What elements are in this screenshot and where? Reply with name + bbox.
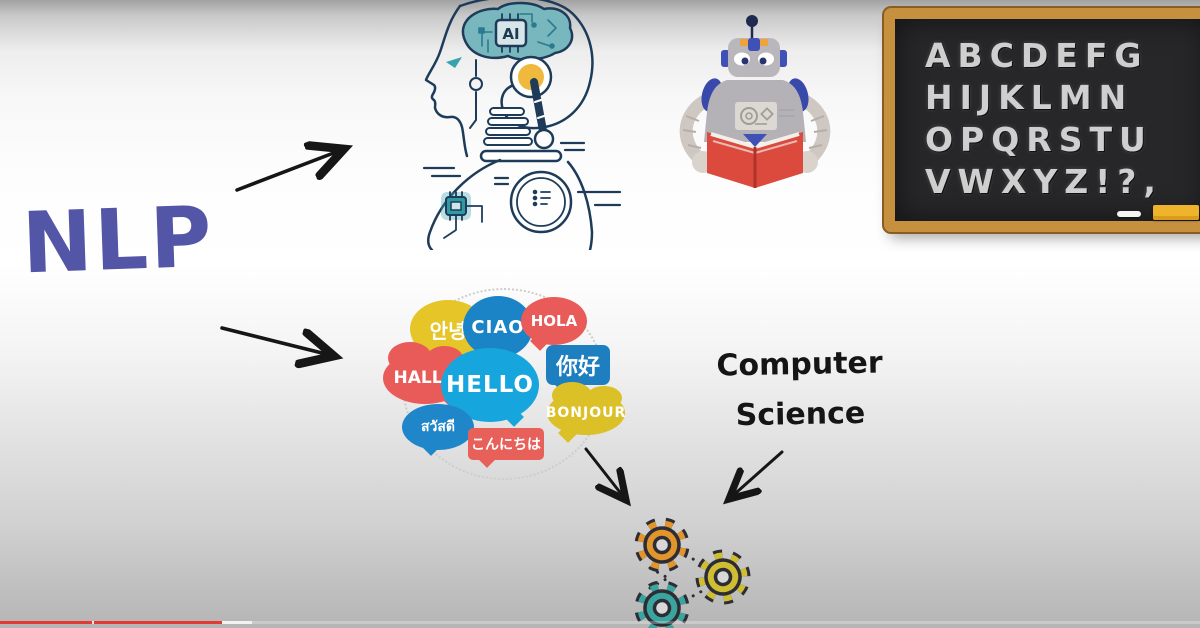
cheek-circuit bbox=[469, 59, 477, 129]
ai-head-illustration: AI bbox=[422, 0, 622, 250]
bubble-thai: สวัสดี bbox=[402, 404, 474, 456]
computer-science-line2: Science bbox=[735, 395, 866, 434]
robot-right-arm bbox=[796, 93, 831, 165]
alphabet-chalkboard: ABCDEFG HIJKLMN OPQRSTU VWXYZ!?, bbox=[884, 8, 1200, 232]
gear-teal-icon bbox=[634, 580, 690, 628]
arrow-cs-to-gears bbox=[729, 450, 784, 499]
bubble-japanese: こんにちは bbox=[468, 428, 544, 468]
robot-head bbox=[721, 15, 787, 77]
video-progress-played[interactable] bbox=[0, 621, 222, 624]
robot-chest-panel bbox=[735, 102, 777, 130]
dotted-link-mid-upper bbox=[648, 566, 670, 580]
ai-chip-icon bbox=[494, 13, 528, 53]
open-book bbox=[707, 132, 803, 188]
eraser bbox=[1153, 205, 1199, 220]
right-shoulder-outline bbox=[566, 160, 594, 250]
bubble-label: HELLO bbox=[445, 372, 534, 398]
ear-rod bbox=[530, 78, 548, 140]
bubble-label: สวัสดี bbox=[420, 419, 456, 435]
bubble-label: 안녕 bbox=[429, 318, 467, 343]
collar-bar bbox=[479, 149, 563, 163]
bubble-french: BONJOUR bbox=[545, 382, 627, 443]
gear-orange-icon bbox=[634, 517, 690, 573]
speed-lines bbox=[422, 141, 622, 207]
shoulder-chip-icon bbox=[441, 191, 483, 239]
computer-science-label: Computer Science bbox=[699, 338, 901, 441]
arrow-nlp-to-languages bbox=[220, 326, 334, 356]
chest-dial bbox=[509, 170, 573, 234]
dotted-link-bottom bbox=[676, 587, 708, 606]
dotted-link-mid-lower bbox=[648, 576, 670, 590]
cheek-circuit-node bbox=[469, 77, 483, 91]
neck-segments bbox=[483, 107, 533, 146]
computer-science-line1: Computer bbox=[716, 345, 883, 384]
bubble-label: HOLA bbox=[530, 312, 578, 330]
robot-antenna bbox=[746, 15, 758, 27]
bubble-spanish: HOLA bbox=[521, 297, 587, 351]
brain-circuits bbox=[478, 13, 557, 53]
gear-yellow-icon bbox=[695, 549, 751, 605]
ear-rod-end bbox=[533, 128, 555, 150]
left-shoulder-outline bbox=[427, 158, 502, 250]
video-progress-bar[interactable] bbox=[0, 621, 1200, 624]
arrow-nlp-to-head bbox=[235, 149, 344, 192]
bubble-label: BONJOUR bbox=[545, 405, 627, 421]
face-profile bbox=[424, 4, 469, 158]
bubble-label: HALLO bbox=[393, 368, 457, 388]
robot-left-arm bbox=[679, 93, 714, 165]
reading-robot bbox=[679, 15, 831, 188]
chalk-row-3: OPQRSTU bbox=[925, 120, 1153, 159]
bubble-label: CIAO bbox=[471, 316, 525, 338]
bubble-label: こんにちは bbox=[471, 437, 541, 453]
video-chapter-marker bbox=[92, 621, 94, 624]
bubble-label: 你好 bbox=[555, 355, 600, 380]
ai-chip-label: AI bbox=[502, 25, 519, 43]
nlp-title: NLP bbox=[20, 187, 216, 293]
chalk-row-2: HIJKLMN bbox=[925, 78, 1134, 117]
chalk-row-4: VWXYZ!?, bbox=[925, 162, 1163, 201]
chalk-row-1: ABCDEFG bbox=[925, 36, 1149, 75]
gears-process-icon bbox=[634, 517, 751, 628]
video-progress-buffer bbox=[222, 621, 252, 624]
bubble-chinese: 你好 bbox=[546, 345, 610, 393]
arrow-languages-to-gears bbox=[584, 447, 626, 500]
chalk-piece bbox=[1117, 211, 1141, 217]
eyebrow bbox=[446, 57, 462, 68]
